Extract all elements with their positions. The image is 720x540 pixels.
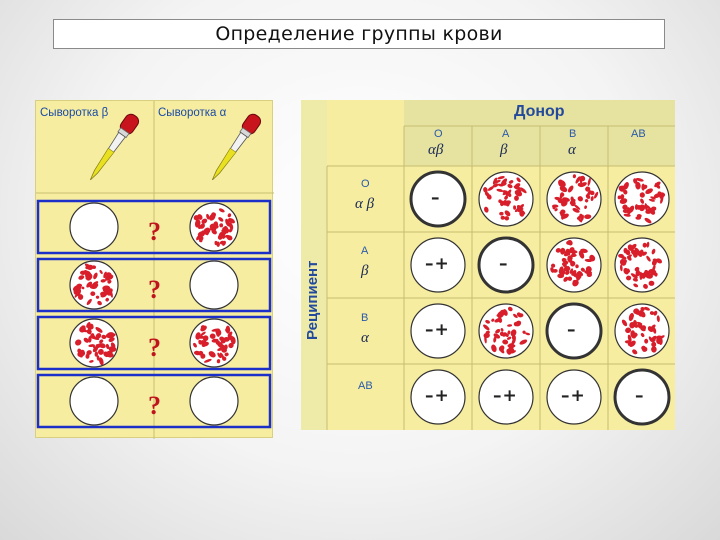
- agglutinated-drop: [614, 303, 670, 359]
- cell-result-symbol: –+: [425, 254, 450, 274]
- sample-row-frame: [36, 315, 272, 371]
- clear-drop: [69, 202, 119, 252]
- serum-alpha-label: Сыворотка α: [158, 107, 227, 119]
- compatibility-table: Донор Реципиент O A B AB αβ β α O α β A …: [301, 100, 675, 430]
- agglutinated-drop: [189, 202, 239, 252]
- cell-result-symbol: –: [635, 386, 645, 406]
- donor-agglutinogen: α: [568, 142, 576, 158]
- sample-row-frame: [36, 199, 272, 255]
- donor-title: Донор: [514, 103, 565, 120]
- clear-drop: [409, 170, 467, 228]
- donor-group-label: B: [569, 128, 577, 140]
- pipette-icon: [90, 113, 140, 181]
- donor-agglutinogen: β: [500, 142, 508, 158]
- cell-result-symbol: –+: [425, 386, 450, 406]
- donor-group-label: A: [502, 128, 510, 140]
- recipient-group-label: AB: [358, 380, 373, 392]
- serum-test-drawing: [36, 101, 274, 439]
- clear-drop: [545, 302, 603, 360]
- clear-drop: [546, 369, 602, 425]
- recipient-group-label: B: [361, 312, 369, 324]
- recipient-title: Реципиент: [304, 260, 321, 340]
- recipient-group-label: A: [361, 245, 369, 257]
- recipient-group-label: O: [361, 178, 370, 190]
- unknown-mark: ?: [148, 391, 161, 420]
- slide-title: Определение группы крови: [53, 19, 665, 49]
- sample-row-frame: [36, 257, 272, 313]
- clear-drop: [613, 368, 671, 426]
- agglutinated-drop: [614, 237, 670, 293]
- agglutinated-drop: [614, 171, 670, 227]
- cell-result-symbol: –: [431, 188, 441, 208]
- compatibility-grid: [301, 100, 675, 430]
- cell-result-symbol: –+: [425, 320, 450, 340]
- recipient-agglutinin: α: [361, 330, 369, 346]
- cell-result-symbol: –: [567, 320, 577, 340]
- donor-group-label: O: [434, 128, 443, 140]
- agglutinated-drop: [478, 171, 534, 227]
- recipient-agglutinin: β: [361, 263, 369, 279]
- agglutinated-drop: [546, 171, 602, 227]
- agglutinated-drop: [69, 318, 119, 368]
- clear-drop: [410, 369, 466, 425]
- unknown-mark: ?: [148, 275, 161, 304]
- unknown-mark: ?: [148, 217, 161, 246]
- clear-drop: [189, 260, 239, 310]
- clear-drop: [410, 303, 466, 359]
- cell-result-symbol: –: [499, 254, 509, 274]
- agglutinated-drop: [546, 237, 602, 293]
- clear-drop: [189, 376, 239, 426]
- pipette-icon: [212, 113, 262, 181]
- serum-beta-label: Сыворотка β: [40, 107, 109, 119]
- cell-result-symbol: –+: [561, 386, 586, 406]
- donor-agglutinogen: αβ: [428, 142, 444, 158]
- clear-drop: [477, 236, 535, 294]
- unknown-mark: ?: [148, 333, 161, 362]
- agglutinated-drop: [478, 303, 534, 359]
- serum-test-panel: Сыворотка β Сыворотка α ? ? ? ?: [35, 100, 274, 439]
- agglutinated-drop: [69, 260, 119, 310]
- cell-result-symbol: –+: [493, 386, 518, 406]
- clear-drop: [478, 369, 534, 425]
- recipient-agglutinin: α β: [355, 196, 375, 212]
- sample-row-frame: [36, 373, 272, 429]
- clear-drop: [69, 376, 119, 426]
- agglutinated-drop: [189, 318, 239, 368]
- clear-drop: [410, 237, 466, 293]
- donor-group-label: AB: [631, 128, 646, 140]
